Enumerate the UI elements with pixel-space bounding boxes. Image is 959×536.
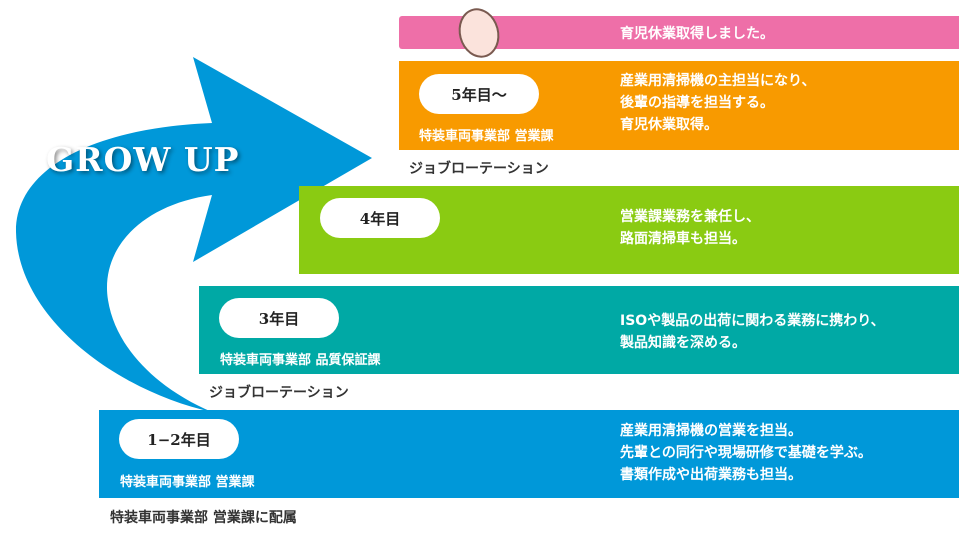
stage-year1-2: 1−2年目 特装車両事業部 営業課 [99, 410, 959, 498]
stage-year4: 4年目 [299, 186, 959, 274]
stage-description: 産業用清掃機の主担当になり、 後輩の指導を担当する。 育児休業取得。 [620, 73, 816, 133]
year-badge: 1−2年目 [119, 419, 239, 459]
year-badge: 4年目 [320, 198, 440, 238]
stage-description: 営業課業務を兼任し、 路面清掃車も担当。 [620, 209, 760, 247]
job-rotation-label: ジョブローテーション [409, 161, 549, 177]
initial-assignment-label: 特装車両事業部 営業課に配属 [110, 510, 297, 526]
department-label: 特装車両事業部 品質保証課 [220, 353, 381, 368]
parental-leave-bar: 育児休業取得しました。 [399, 3, 959, 63]
year-badge: 3年目 [219, 298, 339, 338]
stage-description: 産業用清掃機の営業を担当。 先輩との同行や現場研修で基礎を学ぶ。 書類作成や出荷… [620, 423, 872, 483]
stage-description: ISOや製品の出荷に関わる業務に携わり、 製品知識を深める。 [620, 313, 885, 351]
stage-year3: 3年目 特装車両事業部 品質保証課 [199, 286, 959, 374]
grow-up-title: GROW UP [46, 140, 240, 179]
department-label: 特装車両事業部 営業課 [120, 475, 255, 490]
department-label: 特装車両事業部 営業課 [419, 129, 554, 144]
grow-up-arrow [15, 57, 373, 412]
year-badge: 5年目〜 [419, 74, 539, 114]
parental-leave-text: 育児休業取得しました。 [620, 26, 774, 42]
stage-year5: 5年目〜 特装車両事業部 営業課 [399, 61, 959, 150]
baby-icon [453, 3, 505, 63]
job-rotation-label: ジョブローテーション [209, 385, 349, 401]
